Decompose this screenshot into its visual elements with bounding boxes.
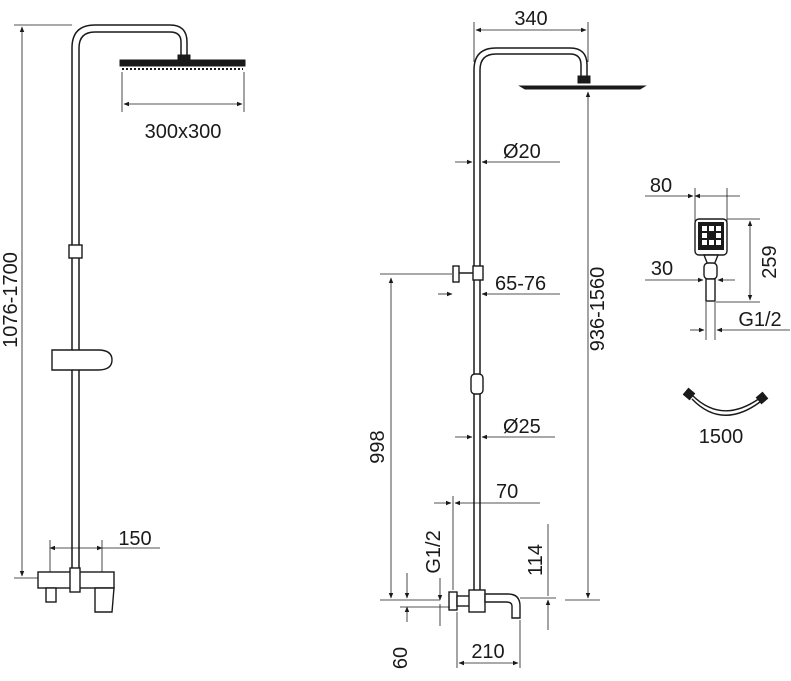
inlet-thread-label: G1/2: [423, 530, 445, 573]
pipe-diameter-top-dimension: Ø20: [455, 141, 560, 165]
left-mixer: [37, 567, 115, 613]
bracket-range-dimension: 65-76: [380, 273, 560, 297]
mixer-offset-label: 70: [496, 481, 518, 503]
pipe-diameter-top-label: Ø20: [503, 141, 541, 163]
middle-mixer: [448, 589, 521, 619]
spout-height-dimension: 114: [520, 524, 556, 630]
head-size-label: 300x300: [145, 121, 222, 143]
hand-neck-dimension: 30: [645, 258, 735, 283]
spout-length-dimension: 210: [456, 612, 521, 668]
spout-length-label: 210: [471, 641, 504, 663]
hose-length-label: 1500: [699, 426, 744, 448]
inlet-height-label: 60: [390, 647, 412, 669]
mixer-height-dimension: 998: [367, 277, 440, 601]
left-mixer-width-dimension: 150: [49, 528, 160, 572]
hand-length-label: 259: [759, 245, 781, 278]
arm-length-label: 340: [514, 8, 547, 30]
middle-side-view: 340 936-1560 Ø20: [367, 8, 647, 669]
total-height-dimension: 936-1560: [565, 91, 609, 601]
hand-shower-detail: 80 259 30: [645, 175, 790, 448]
middle-riser-pipe: [473, 47, 588, 600]
left-shower-view: 1076-1700 300x300: [0, 24, 246, 613]
left-mixer-width-label: 150: [118, 528, 151, 550]
hand-thread-label: G1/2: [738, 309, 781, 331]
hand-neck-label: 30: [651, 258, 673, 280]
spout-height-label: 114: [525, 544, 547, 576]
hand-width-dimension: 80: [645, 175, 740, 222]
mixer-height-label: 998: [367, 430, 389, 463]
hand-thread-dimension: G1/2: [690, 302, 790, 340]
inlet-thread-dimension: G1/2: [423, 530, 445, 626]
arm-length-dimension: 340: [473, 8, 589, 62]
left-shower-head: [119, 54, 246, 70]
head-size-dimension: 300x300: [121, 72, 245, 143]
inlet-height-dimension: 60: [390, 573, 450, 669]
left-slide-holder: [68, 244, 83, 259]
hand-length-dimension: 259: [716, 218, 781, 303]
pipe-diameter-bottom-label: Ø25: [503, 416, 541, 438]
total-height-label: 936-1560: [587, 267, 609, 352]
left-soap-shelf: [51, 349, 113, 371]
mixer-offset-dimension: 70: [434, 481, 540, 590]
middle-slide-coupling: [470, 373, 484, 395]
pipe-diameter-bottom-dimension: Ø25: [455, 416, 555, 440]
hand-width-label: 80: [650, 175, 672, 197]
middle-shower-head: [518, 75, 647, 90]
wall-bracket: [452, 265, 484, 283]
left-height-label: 1076-1700: [0, 252, 22, 348]
left-height-dimension: 1076-1700: [0, 24, 72, 579]
hose: 1500: [682, 387, 769, 448]
hand-shower-head: [694, 218, 728, 302]
left-riser-pipe: [71, 24, 188, 570]
bracket-range-label: 65-76: [495, 273, 546, 295]
